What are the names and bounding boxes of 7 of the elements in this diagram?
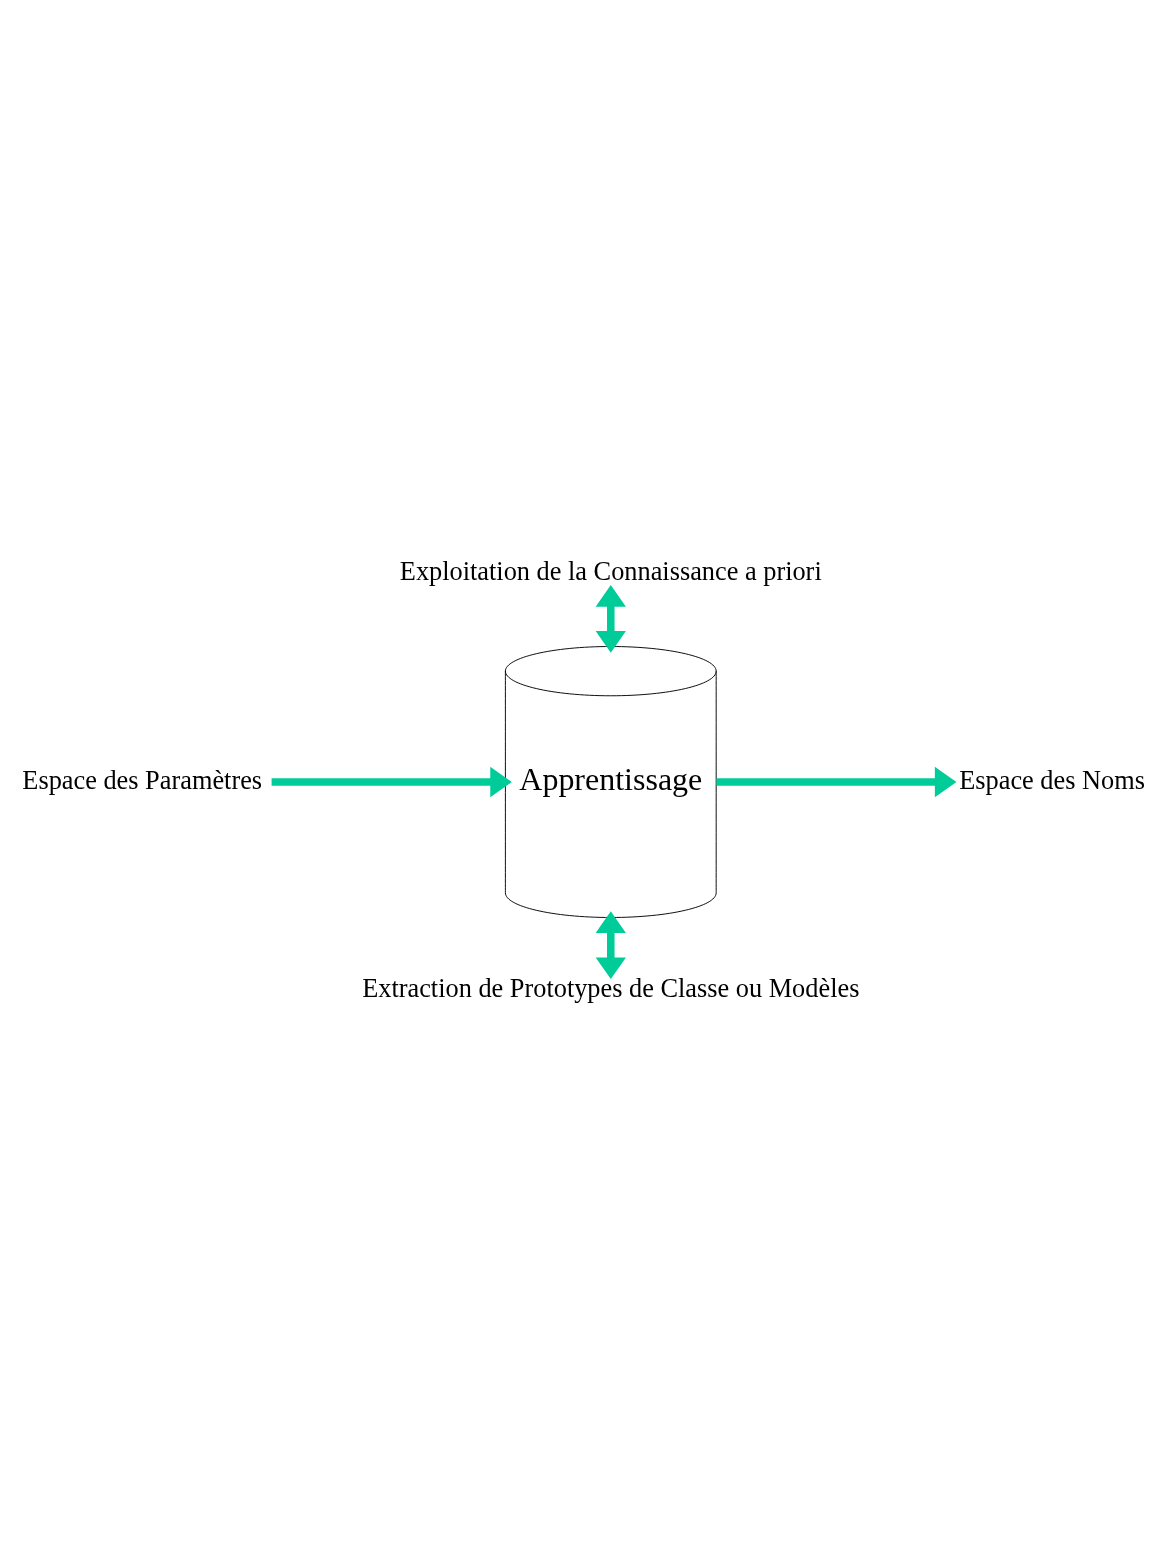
arrow: [595, 585, 626, 653]
node-text: Exploitation de la Connaissance a priori: [399, 556, 822, 586]
node-text: Extraction de Prototypes de Classe ou Modèles: [362, 974, 860, 1004]
arrow: [595, 911, 626, 980]
node-text: Espace des Noms: [959, 765, 1145, 795]
node-text: Espace des Paramètres: [22, 765, 263, 795]
arrow: [716, 766, 957, 798]
